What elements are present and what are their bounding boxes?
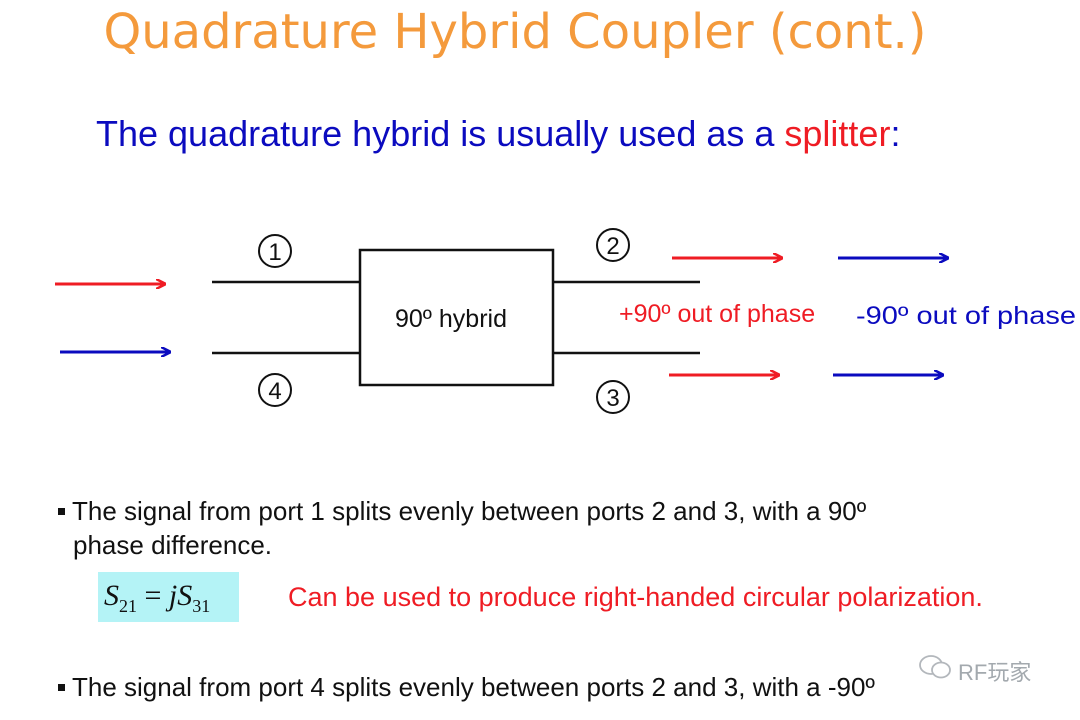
eq-j: j [168, 579, 178, 612]
phase-label-red: +90º out of phase [619, 300, 815, 328]
bullet-port1-line1: The signal from port 1 splits evenly bet… [72, 496, 867, 526]
port2-number: 2 [606, 233, 619, 260]
bullet-marker [58, 507, 65, 515]
subtitle-suffix: : [890, 113, 901, 154]
subtitle-highlight: splitter [784, 113, 891, 154]
bullet-port4: The signal from port 4 splits evenly bet… [58, 670, 875, 704]
eq-s-1: S [104, 579, 119, 612]
bullet-port1: The signal from port 1 splits evenly bet… [58, 494, 866, 562]
hybrid-diagram: 90º hybrid 1 4 2 3 +90º out of phase -90… [55, 228, 1076, 414]
wechat-icon [919, 655, 951, 679]
eq-sub-21: 21 [119, 596, 137, 616]
hybrid-block-label: 90º hybrid [395, 305, 507, 333]
watermark-text: RF玩家 [958, 660, 1032, 685]
port4-circle [258, 373, 292, 407]
port1-circle [258, 234, 292, 268]
port3-circle [596, 380, 630, 414]
eq-equals: = [137, 579, 169, 612]
hybrid-block [358, 248, 555, 387]
subtitle-prefix: The quadrature hybrid is usually used as… [96, 113, 785, 154]
polarization-note: Can be used to produce right-handed circ… [288, 582, 983, 612]
port2-circle [596, 228, 630, 262]
slide-title: Quadrature Hybrid Coupler (cont.) [103, 4, 927, 60]
eq-s-2: S [177, 579, 193, 612]
eq-sub-31: 31 [192, 596, 211, 616]
slide-subtitle: The quadrature hybrid is usually used as… [96, 112, 900, 156]
phase-label-blue: -90º out of phase [856, 302, 1076, 330]
equation-highlight [98, 572, 239, 622]
port4-number: 4 [268, 378, 281, 405]
bullet-port4-text: The signal from port 4 splits evenly bet… [72, 672, 875, 702]
bullet-port1-line2: phase difference. [73, 530, 272, 560]
equation-s21: S21 = jS31 [104, 576, 210, 626]
port1-number: 1 [268, 239, 281, 266]
port3-number: 3 [606, 385, 619, 412]
bullet-marker [58, 683, 65, 691]
